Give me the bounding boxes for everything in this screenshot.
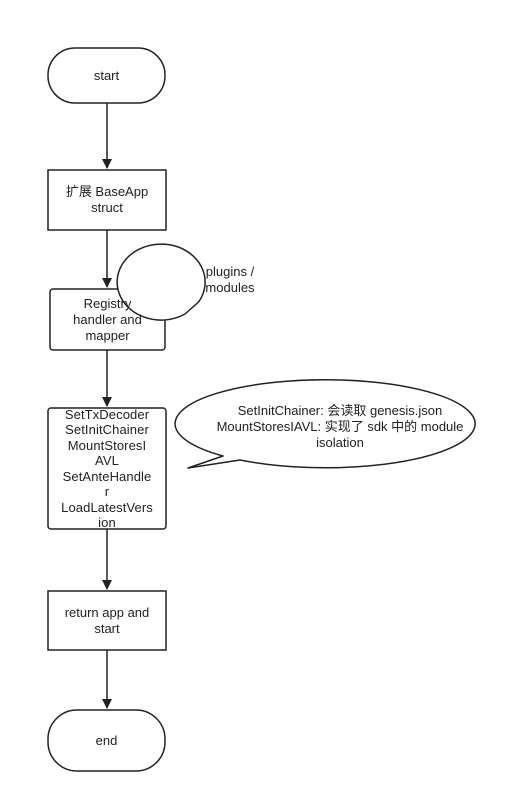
callout-plugins-line: modules (205, 280, 255, 295)
node-return-shape (47, 590, 167, 651)
callout-plugins: plugins / modules (186, 244, 274, 316)
node-setup-line: SetInitChainer (65, 422, 149, 437)
node-start: start (48, 48, 165, 103)
callout-notes-line: MountStoresIAVL: 实现了 sdk 中的 module (216, 419, 464, 434)
node-end-shape (47, 709, 166, 772)
callout-plugins-shape (116, 243, 206, 321)
node-end-label: end (95, 732, 118, 748)
node-setup-steps: SetTxDecoder SetInitChainer MountStoresI… (48, 406, 166, 531)
node-registry-line: Registry (83, 295, 132, 311)
callout-notes-line: isolation (316, 435, 364, 450)
node-registry-line: handler and (73, 311, 142, 327)
node-end: end (48, 710, 165, 771)
node-setup-shape (47, 407, 167, 530)
node-setup-line: ion (98, 515, 116, 530)
node-extend-line: struct (91, 200, 123, 215)
node-extend-shape (47, 169, 167, 231)
node-setup-line: r (104, 484, 110, 499)
node-setup-line: SetAnteHandle (62, 468, 152, 484)
node-start-label: start (93, 67, 120, 83)
node-return-line: start (94, 620, 120, 636)
node-setup-line: LoadLatestVers (61, 499, 153, 515)
node-registry-line: mapper (85, 327, 130, 343)
node-return-line: return app and (64, 604, 150, 620)
callout-notes-shape (174, 379, 476, 469)
node-start-shape (47, 47, 166, 104)
node-setup-line: MountStoresI (67, 437, 147, 453)
callout-plugins-line: plugins / (205, 264, 255, 279)
callout-notes-line: SetInitChainer: 会读取 genesis.json (237, 403, 443, 418)
callout-notes: SetInitChainer: 会读取 genesis.json MountSt… (192, 385, 488, 469)
node-setup-line: AVL (95, 453, 119, 468)
node-setup-line: SetTxDecoder (64, 406, 150, 422)
node-registry: Registry handler and mapper (50, 289, 165, 350)
node-extend-baseapp: 扩展 BaseApp struct (48, 170, 166, 230)
node-return: return app and start (48, 591, 166, 650)
node-extend-line: 扩展 BaseApp (65, 184, 149, 199)
